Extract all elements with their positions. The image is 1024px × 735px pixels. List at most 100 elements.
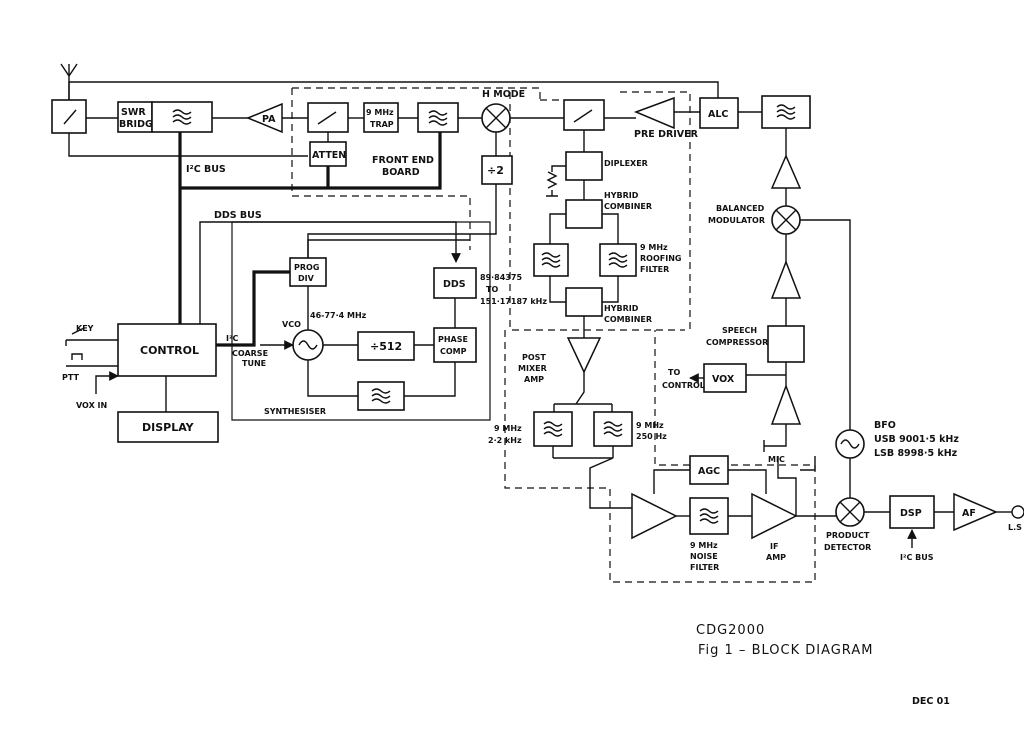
dds-label: DDS — [443, 279, 466, 290]
synthesiser-label: SYNTHESISER — [264, 407, 326, 416]
post-mixer-label-1: POST — [522, 353, 546, 362]
if-board-outline-lower — [504, 330, 816, 583]
trap-block — [363, 102, 399, 133]
caption-date: DEC 01 — [912, 696, 950, 707]
speech-label-2: COMPRESSOR — [706, 338, 768, 347]
div512-label: ÷512 — [370, 340, 402, 353]
vco-range-label: 46-77·4 MHz — [310, 311, 367, 320]
filter-250-label-1: 9 MHz — [636, 421, 664, 430]
phase-comp-label-1: PHASE — [438, 335, 468, 344]
if-amplifier-2 — [751, 492, 798, 540]
div2-block — [481, 155, 513, 185]
alc-block — [699, 97, 739, 129]
noise-filter-label-2: NOISE — [690, 552, 718, 561]
usb-label: USB 9001·5 kHz — [874, 434, 959, 445]
pre-driver-amplifier — [633, 96, 675, 130]
dds-range-label-1: 89·84375 — [480, 273, 522, 282]
atten-label: ATTEN — [312, 150, 346, 161]
tx-amplifier-middle — [770, 259, 802, 299]
if-amp-label-1: IF — [770, 542, 778, 551]
speech-compressor-block — [767, 325, 805, 363]
swr-bridge-label-2: BRIDGE — [119, 119, 159, 130]
product-detector-label-1: PRODUCT — [826, 531, 870, 540]
af-amplifier — [953, 492, 998, 532]
hybrid-combiner-2-block — [565, 287, 603, 317]
dds-range-label-2: TO — [486, 285, 498, 294]
i2c-bus-label: I²C BUS — [186, 164, 226, 175]
control-label: CONTROL — [140, 344, 199, 357]
front-end-label-2: BOARD — [382, 167, 420, 178]
roofing-label-3: FILTER — [640, 265, 669, 274]
h-mode-label: H MODE — [482, 89, 525, 100]
div2-label: ÷2 — [487, 164, 504, 177]
af-label: AF — [962, 508, 976, 519]
phase-comp-block — [433, 327, 477, 363]
filter-250-block — [593, 411, 633, 447]
i2c-bus-horizontal — [180, 132, 442, 190]
display-block — [117, 411, 219, 443]
trap-label-1: 9 MHz — [366, 108, 394, 117]
prog-div-label-1: PROG — [294, 263, 319, 272]
tx-amplifier-upper — [770, 154, 802, 189]
to-control-label-1: TO — [668, 368, 680, 377]
caption-title: CDG2000 — [696, 623, 765, 638]
noise-filter-label-1: 9 MHz — [690, 541, 718, 550]
coarse-tune-label-1: COARSE — [232, 349, 268, 358]
dsp-block — [889, 495, 935, 529]
bfo-label: BFO — [874, 420, 896, 431]
hybrid1-label-2: COMBINER — [604, 202, 652, 211]
coarse-tune-bus — [216, 270, 290, 347]
dds-range-label-3: 151·17187 kHz — [480, 297, 547, 306]
if-amplifier-1 — [631, 492, 678, 540]
dds-bus-label: DDS BUS — [214, 210, 262, 221]
post-mixer-label-2: MIXER — [518, 364, 547, 373]
i2c-label: I²C — [226, 334, 238, 343]
hybrid2-label-2: COMBINER — [604, 315, 652, 324]
swr-bridge-label-1: SWR — [121, 107, 146, 118]
filter-2k2-label-2: 2·2 kHz — [488, 436, 522, 445]
front-end-board-outline — [291, 87, 560, 250]
hybrid2-label-1: HYBRID — [604, 304, 639, 313]
dds-bus-wire — [199, 221, 461, 324]
filter-250-label-2: 250 Hz — [636, 432, 667, 441]
antenna-switch-contact — [63, 109, 77, 125]
diplexer-termination — [546, 165, 566, 197]
filter-2k2-label-1: 9 MHz — [494, 424, 522, 433]
hybrid-combiner-1-block — [565, 199, 603, 229]
loudspeaker-jack-icon — [1011, 505, 1024, 519]
lsb-label: LSB 8998·5 kHz — [874, 448, 958, 459]
diplexer-block — [565, 151, 603, 181]
if-board-outline — [509, 91, 691, 331]
pre-driver-label: PRE DRIVER — [634, 129, 699, 140]
antenna-switch — [51, 99, 87, 134]
product-detector-label-2: DETECTOR — [824, 543, 871, 552]
mic-amplifier — [770, 383, 802, 425]
vox-label: VOX — [712, 374, 735, 385]
front-end-label-1: FRONT END — [372, 155, 434, 166]
vco-label: VCO — [282, 320, 301, 329]
hybrid1-label-1: HYBRID — [604, 191, 639, 200]
swr-bridge-block — [117, 101, 153, 133]
to-control-label-2: CONTROL — [662, 381, 705, 390]
post-mixer-label-3: AMP — [524, 375, 544, 384]
dds-block — [433, 267, 477, 299]
roofing-label-2: ROOFING — [640, 254, 681, 263]
div512-block — [357, 331, 415, 361]
i2c-bus-dsp-label: I²C BUS — [900, 553, 934, 562]
pa-label: PA — [262, 114, 276, 125]
phase-comp-label-2: COMP — [440, 347, 467, 356]
speech-label-1: SPEECH — [722, 326, 757, 335]
key-label: KEY — [76, 324, 94, 333]
prog-div-label-2: DIV — [298, 274, 315, 283]
balanced-modulator-label-1: BALANCED — [716, 204, 765, 213]
vox-in-label: VOX IN — [76, 401, 107, 410]
ptt-label: PTT — [62, 373, 80, 382]
post-mixer-amplifier — [566, 337, 602, 374]
dsp-label: DSP — [900, 508, 922, 519]
ls-label: L.S — [1008, 523, 1022, 532]
display-label: DISPLAY — [142, 421, 195, 434]
tx-return-wire — [68, 81, 719, 100]
mic-label: MIC — [768, 455, 785, 464]
control-block — [117, 323, 217, 377]
